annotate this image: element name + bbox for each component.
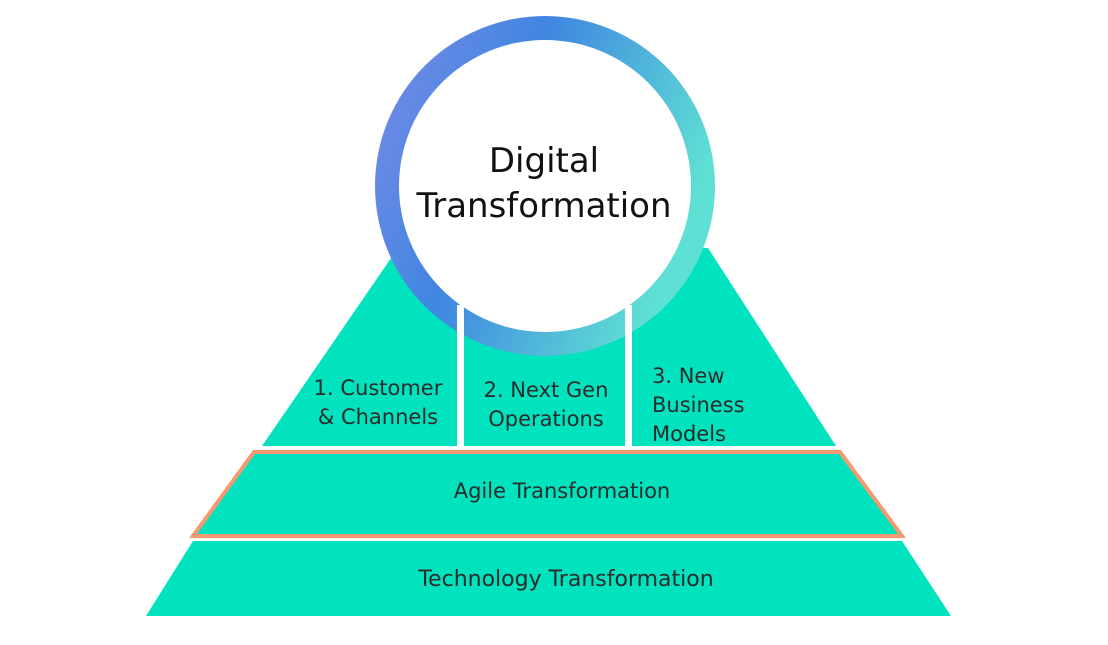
agile-layer-label: Agile Transformation (454, 479, 671, 503)
pillar-3-line-3: Models (652, 422, 726, 446)
pillar-2-line-1: 2. Next Gen (484, 378, 609, 402)
pillar-3-line-1: 3. New (652, 364, 725, 388)
pillar-1-line-1: 1. Customer (314, 376, 443, 400)
technology-layer-label: Technology Transformation (417, 567, 713, 592)
pillar-divider-right (625, 305, 632, 448)
technology-layer (146, 541, 951, 616)
pillar-3-line-2: Business (652, 393, 745, 417)
pillar-1-line-2: & Channels (318, 405, 438, 429)
pillar-2-line-2: Operations (488, 407, 603, 431)
pillar-divider-left (457, 305, 464, 448)
digital-transformation-core (399, 40, 691, 332)
title-line-1: Digital (489, 141, 599, 181)
title-line-2: Transformation (415, 186, 671, 226)
agile-layer (189, 450, 906, 538)
